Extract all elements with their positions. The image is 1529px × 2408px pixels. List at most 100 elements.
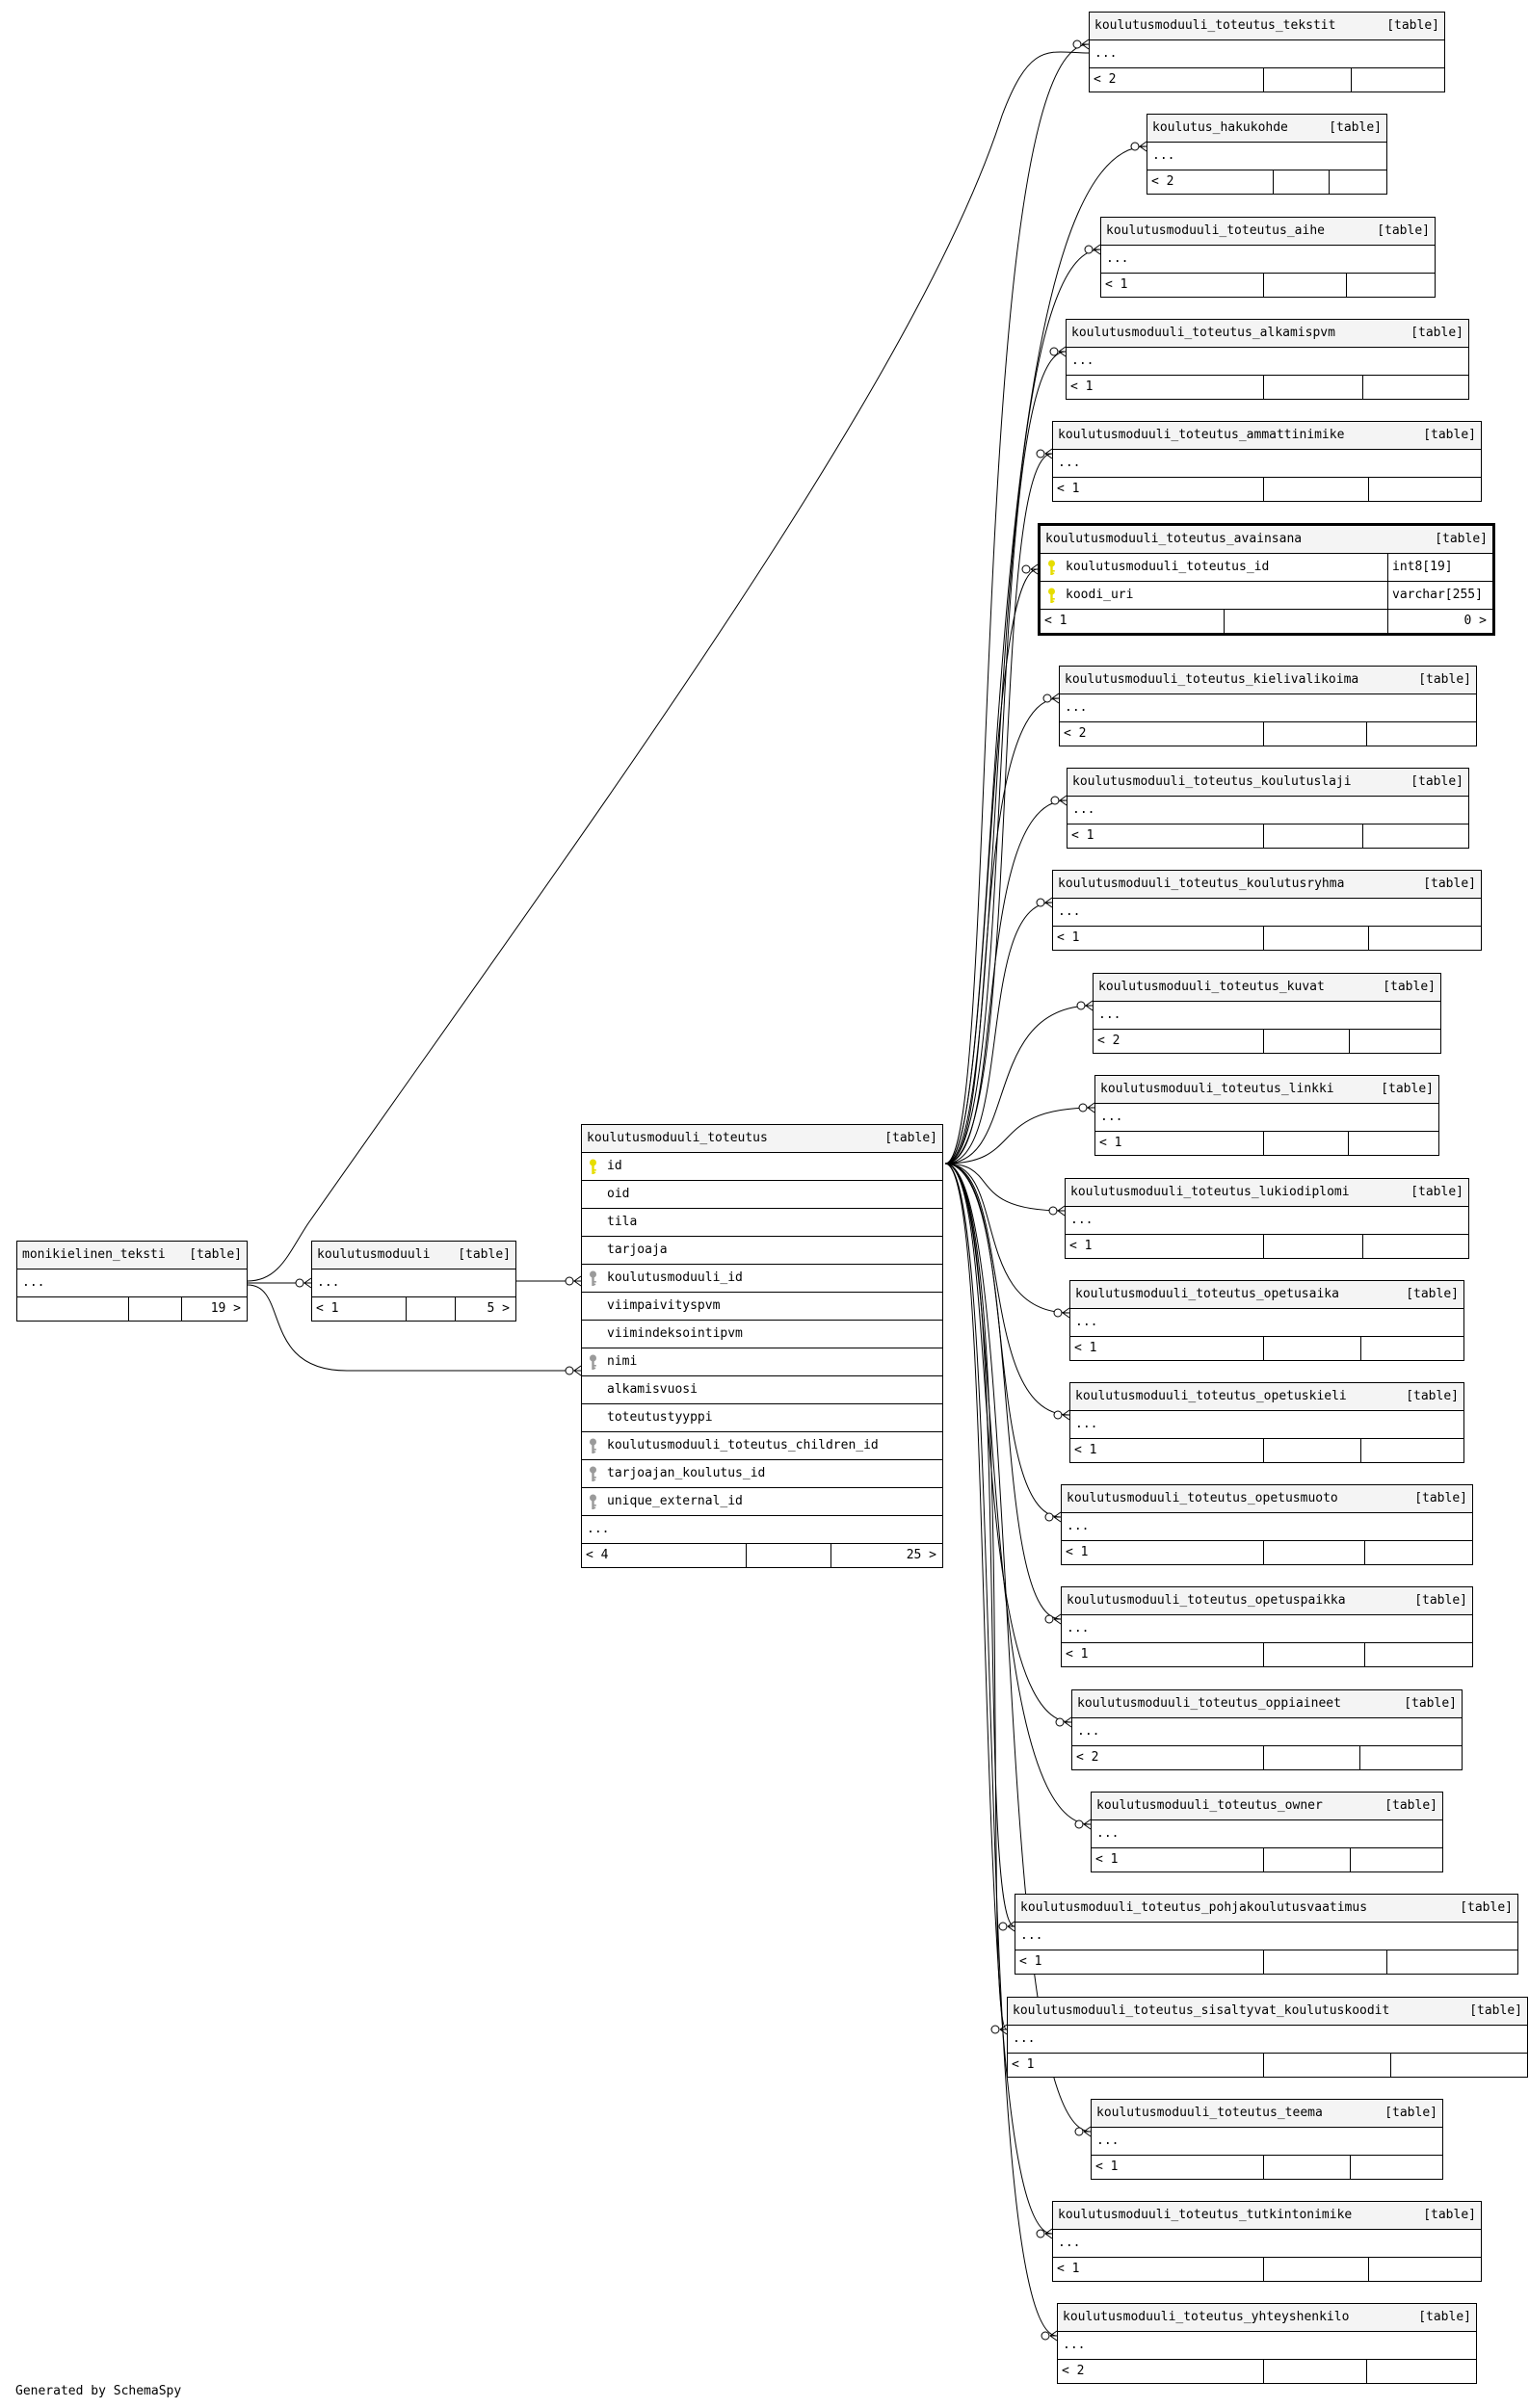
table-header[interactable]: koulutusmoduuli_toteutus_koulutusryhma[t… [1053, 871, 1481, 899]
parents-count[interactable]: < 2 [1151, 174, 1174, 189]
column-row[interactable]: koulutusmoduuli_id [582, 1265, 942, 1293]
parents-count[interactable]: < 1 [1074, 1443, 1097, 1457]
column-row[interactable]: tarjoaja [582, 1237, 942, 1265]
table-koulutusmoduuli-toteutus-koulutusryhma[interactable]: koulutusmoduuli_toteutus_koulutusryhma[t… [1052, 870, 1482, 951]
children-count[interactable] [1359, 1746, 1462, 1769]
table-header[interactable]: koulutusmoduuli_toteutus_tekstit[table] [1090, 13, 1444, 40]
parents-count[interactable]: < 1 [1095, 2159, 1119, 2174]
children-count[interactable] [1362, 376, 1468, 399]
table-header[interactable]: koulutusmoduuli_toteutus_opetuskieli[tab… [1070, 1383, 1463, 1411]
table-header[interactable]: koulutusmoduuli_toteutus_ammattinimike[t… [1053, 422, 1481, 450]
parents-count[interactable]: < 2 [1097, 1034, 1120, 1048]
column-row[interactable]: tarjoajan_koulutus_id [582, 1460, 942, 1488]
table-header[interactable]: koulutusmoduuli_toteutus_kuvat[table] [1094, 974, 1440, 1002]
children-count[interactable] [1346, 274, 1435, 297]
column-row[interactable]: oid [582, 1181, 942, 1209]
table-header[interactable]: koulutusmoduuli_toteutus_opetuspaikka[ta… [1062, 1587, 1472, 1615]
table-header[interactable]: koulutusmoduuli_toteutus_kielivalikoima[… [1060, 667, 1476, 694]
parents-count[interactable]: < 1 [1071, 828, 1094, 843]
column-row[interactable]: nimi [582, 1348, 942, 1376]
parents-count[interactable]: < 1 [1057, 482, 1080, 496]
children-count[interactable] [1366, 722, 1476, 746]
children-count[interactable]: 25 > [830, 1544, 942, 1567]
table-koulutusmoduuli-toteutus-sisaltyvat-koulutuskoodit[interactable]: koulutusmoduuli_toteutus_sisaltyvat_koul… [1007, 1997, 1528, 2078]
children-count[interactable] [1390, 2054, 1527, 2077]
column-row[interactable]: tila [582, 1209, 942, 1237]
table-koulutusmoduuli-toteutus-owner[interactable]: koulutusmoduuli_toteutus_owner[table]...… [1091, 1792, 1443, 1872]
column-row[interactable]: id [582, 1153, 942, 1181]
table-header[interactable]: koulutusmoduuli_toteutus_koulutuslaji[ta… [1068, 769, 1468, 797]
children-count[interactable] [1349, 1030, 1440, 1053]
parents-count[interactable]: < 2 [1094, 72, 1117, 87]
parents-count[interactable]: < 1 [1066, 1545, 1089, 1559]
children-count[interactable] [1368, 927, 1481, 950]
table-koulutusmoduuli-toteutus-teema[interactable]: koulutusmoduuli_toteutus_teema[table]...… [1091, 2099, 1443, 2180]
table-header[interactable]: koulutus_hakukohde[table] [1147, 115, 1386, 143]
table-koulutusmoduuli-toteutus-kielivalikoima[interactable]: koulutusmoduuli_toteutus_kielivalikoima[… [1059, 666, 1477, 746]
parents-count[interactable]: < 2 [1062, 2364, 1085, 2378]
parents-count[interactable]: < 1 [1095, 1852, 1119, 1867]
children-count[interactable] [1362, 824, 1468, 848]
table-header[interactable]: monikielinen_teksti[table] [17, 1242, 247, 1269]
parents-count[interactable]: < 1 [1070, 380, 1094, 394]
column-row[interactable]: viimpaivityspvm [582, 1293, 942, 1321]
table-koulutusmoduuli-toteutus-avainsana[interactable]: koulutusmoduuli_toteutus_avainsana[table… [1038, 523, 1495, 636]
children-count[interactable]: 0 > [1387, 610, 1492, 633]
table-header[interactable]: koulutusmoduuli_toteutus_aihe[table] [1101, 218, 1435, 246]
table-koulutusmoduuli-toteutus-linkki[interactable]: koulutusmoduuli_toteutus_linkki[table]..… [1094, 1075, 1439, 1156]
table-header[interactable]: koulutusmoduuli_toteutus_lukiodiplomi[ta… [1066, 1179, 1468, 1207]
table-monikielinen-teksti[interactable]: monikielinen_teksti[table]...19 > [16, 1241, 248, 1322]
parents-count[interactable]: < 2 [1064, 726, 1087, 741]
column-row[interactable]: alkamisvuosi [582, 1376, 942, 1404]
table-header[interactable]: koulutusmoduuli_toteutus_teema[table] [1092, 2100, 1442, 2128]
column-row[interactable]: toteutustyyppi [582, 1404, 942, 1432]
children-count[interactable] [1350, 1848, 1442, 1871]
parents-count[interactable]: < 1 [1057, 2262, 1080, 2276]
children-count[interactable] [1364, 1541, 1472, 1564]
children-count[interactable] [1368, 2258, 1481, 2281]
table-header[interactable]: koulutusmoduuli_toteutus_pohjakoulutusva… [1015, 1895, 1517, 1923]
table-header[interactable]: koulutusmoduuli_toteutus_tutkintonimike[… [1053, 2202, 1481, 2230]
parents-count[interactable]: < 1 [1074, 1341, 1097, 1355]
table-header[interactable]: koulutusmoduuli[table] [312, 1242, 515, 1269]
children-count[interactable] [1362, 1235, 1468, 1258]
parents-count[interactable]: < 1 [1012, 2057, 1035, 2072]
children-count[interactable] [1364, 1643, 1472, 1666]
children-count[interactable] [1386, 1950, 1517, 1974]
table-koulutusmoduuli-toteutus-pohjakoulutusvaatimus[interactable]: koulutusmoduuli_toteutus_pohjakoulutusva… [1015, 1894, 1518, 1975]
table-koulutusmoduuli-toteutus-ammattinimike[interactable]: koulutusmoduuli_toteutus_ammattinimike[t… [1052, 421, 1482, 502]
parents-count[interactable]: < 1 [1044, 614, 1068, 628]
table-koulutusmoduuli-toteutus-alkamispvm[interactable]: koulutusmoduuli_toteutus_alkamispvm[tabl… [1066, 319, 1469, 400]
table-koulutus-hakukohde[interactable]: koulutus_hakukohde[table]...< 2 [1147, 114, 1387, 195]
parents-count[interactable]: < 1 [1066, 1647, 1089, 1662]
table-header[interactable]: koulutusmoduuli_toteutus_sisaltyvat_koul… [1008, 1998, 1527, 2026]
table-header[interactable]: koulutusmoduuli_toteutus_avainsana[table… [1041, 526, 1492, 554]
table-koulutusmoduuli-toteutus-tekstit[interactable]: koulutusmoduuli_toteutus_tekstit[table].… [1089, 12, 1445, 92]
column-row[interactable]: viimindeksointipvm [582, 1321, 942, 1348]
table-header[interactable]: koulutusmoduuli_toteutus_owner[table] [1092, 1793, 1442, 1820]
table-koulutusmoduuli-toteutus-opetusmuoto[interactable]: koulutusmoduuli_toteutus_opetusmuoto[tab… [1061, 1484, 1473, 1565]
table-koulutusmoduuli-toteutus-kuvat[interactable]: koulutusmoduuli_toteutus_kuvat[table]...… [1093, 973, 1441, 1054]
children-count[interactable] [1351, 68, 1444, 92]
table-header[interactable]: koulutusmoduuli_toteutus_oppiaineet[tabl… [1072, 1690, 1462, 1718]
table-koulutusmoduuli-toteutus-tutkintonimike[interactable]: koulutusmoduuli_toteutus_tutkintonimike[… [1052, 2201, 1482, 2282]
table-header[interactable]: koulutusmoduuli_toteutus_opetusmuoto[tab… [1062, 1485, 1472, 1513]
column-row[interactable]: unique_external_id [582, 1488, 942, 1516]
parents-count[interactable]: < 1 [1057, 930, 1080, 945]
table-header[interactable]: koulutusmoduuli_toteutus_alkamispvm[tabl… [1067, 320, 1468, 348]
table-koulutusmoduuli-toteutus-opetuspaikka[interactable]: koulutusmoduuli_toteutus_opetuspaikka[ta… [1061, 1586, 1473, 1667]
children-count[interactable] [1329, 170, 1386, 194]
table-koulutusmoduuli-toteutus-koulutuslaji[interactable]: koulutusmoduuli_toteutus_koulutuslaji[ta… [1067, 768, 1469, 849]
table-koulutusmoduuli-toteutus-opetuskieli[interactable]: koulutusmoduuli_toteutus_opetuskieli[tab… [1069, 1382, 1464, 1463]
column-row[interactable]: koulutusmoduuli_toteutus_children_id [582, 1432, 942, 1460]
table-header[interactable]: koulutusmoduuli_toteutus_linkki[table] [1095, 1076, 1438, 1104]
children-count[interactable] [1360, 1439, 1463, 1462]
table-koulutusmoduuli-toteutus-oppiaineet[interactable]: koulutusmoduuli_toteutus_oppiaineet[tabl… [1071, 1689, 1463, 1770]
children-count[interactable] [1368, 478, 1481, 501]
table-koulutusmoduuli-toteutus-yhteyshenkilo[interactable]: koulutusmoduuli_toteutus_yhteyshenkilo[t… [1057, 2303, 1477, 2384]
children-count[interactable] [1360, 1337, 1463, 1360]
